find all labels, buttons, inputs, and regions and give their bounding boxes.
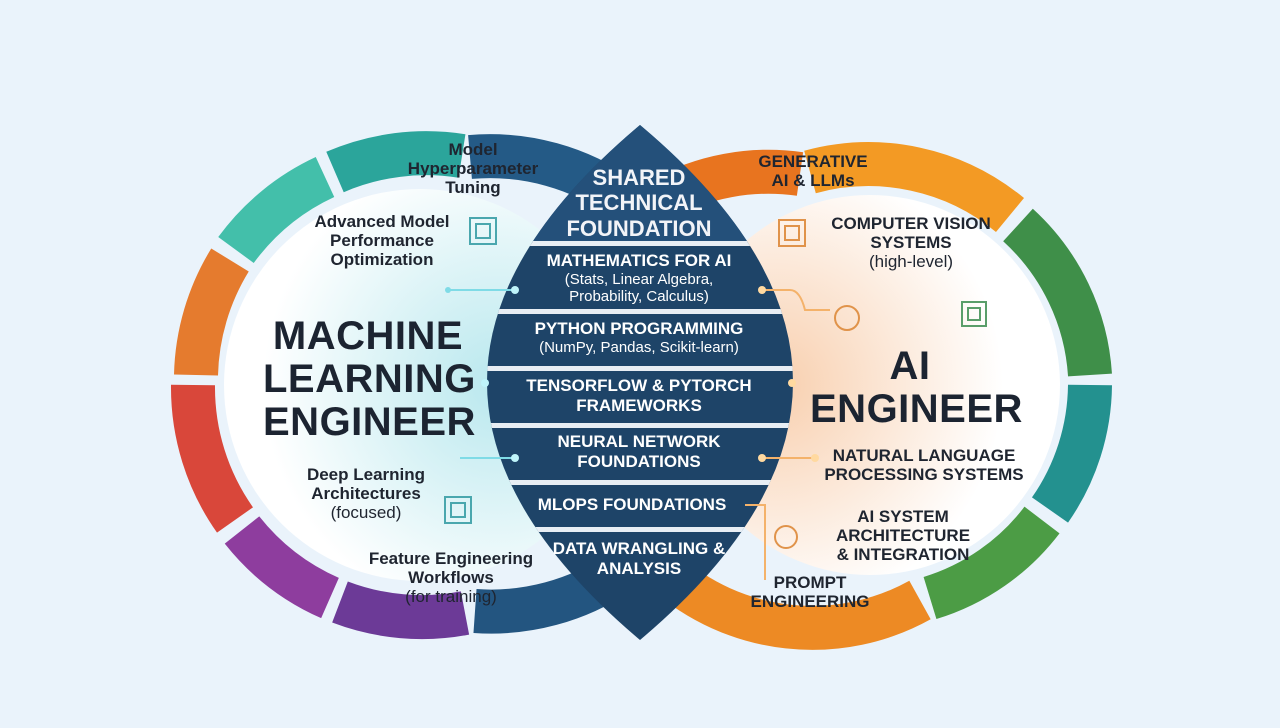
ml-skill: Advanced Model Performance Optimization xyxy=(314,212,450,270)
ml-skill: Feature Engineering Workflows(for traini… xyxy=(368,549,534,607)
connectors xyxy=(445,286,830,580)
ai-skill: AI SYSTEM ARCHITECTURE & INTEGRATION xyxy=(835,507,971,565)
ml-engineer-title: MACHINE LEARNING ENGINEER xyxy=(263,314,476,445)
ml-skill: Model Hyperparameter Tuning xyxy=(407,140,539,198)
shared-item: MATHEMATICS FOR AI(Stats, Linear Algebra… xyxy=(546,251,732,305)
ai-skill: NATURAL LANGUAGE PROCESSING SYSTEMS xyxy=(824,446,1024,485)
shared-item: NEURAL NETWORK FOUNDATIONS xyxy=(557,432,721,471)
ai-engineer-title: AI ENGINEER xyxy=(810,344,1023,432)
chip-icon xyxy=(961,301,987,327)
ml-skill: Deep Learning Architectures(focused) xyxy=(306,465,426,523)
ai-skill: PROMPT ENGINEERING xyxy=(750,573,870,612)
shared-item: TENSORFLOW & PYTORCH FRAMEWORKS xyxy=(526,376,752,415)
ai-skill: GENERATIVE AI & LLMs xyxy=(758,152,868,191)
shared-item: DATA WRANGLING & ANALYSIS xyxy=(552,539,726,578)
chip-icon xyxy=(444,217,497,524)
shared-title: SHARED TECHNICAL FOUNDATION xyxy=(566,165,712,241)
ai-skill: COMPUTER VISION SYSTEMS(high-level) xyxy=(831,214,991,272)
shared-item: PYTHON PROGRAMMING(NumPy, Pandas, Scikit… xyxy=(534,319,744,356)
chip-icon xyxy=(774,219,860,549)
shared-item: MLOPS FOUNDATIONS xyxy=(537,495,727,514)
